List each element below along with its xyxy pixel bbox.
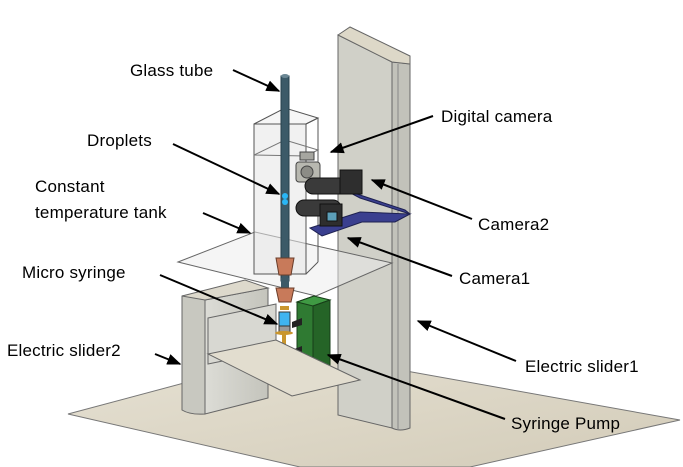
leader-syringe-pump bbox=[326, 354, 506, 420]
leader-camera1 bbox=[346, 237, 453, 277]
label-camera2: Camera2 bbox=[478, 215, 549, 234]
label-constant-tank-1: Constant bbox=[35, 177, 105, 196]
label-micro-syringe: Micro syringe bbox=[22, 263, 126, 282]
slider2-stage bbox=[206, 339, 362, 397]
leader-tank bbox=[202, 212, 252, 234]
leader-glass-tube bbox=[232, 69, 281, 92]
label-camera1: Camera1 bbox=[459, 269, 530, 288]
camera-assembly bbox=[295, 151, 412, 237]
glass-tube bbox=[280, 75, 290, 282]
leader-electric-slider2 bbox=[154, 353, 182, 365]
label-glass-tube: Glass tube bbox=[130, 61, 213, 80]
label-digital-camera: Digital camera bbox=[441, 107, 553, 126]
droplet bbox=[282, 199, 288, 205]
label-electric-slider2: Electric slider2 bbox=[7, 341, 121, 360]
label-syringe-pump: Syringe Pump bbox=[511, 414, 620, 433]
leader-micro-syringe bbox=[159, 274, 279, 325]
electric-slider1-body bbox=[337, 26, 411, 431]
leader-electric-slider1 bbox=[416, 320, 517, 362]
label-electric-slider1: Electric slider1 bbox=[525, 357, 639, 376]
leader-droplets bbox=[172, 143, 281, 195]
leader-camera2 bbox=[370, 179, 473, 220]
droplet bbox=[282, 193, 288, 199]
leader-digital-camera bbox=[329, 115, 434, 154]
label-constant-tank-2: temperature tank bbox=[35, 203, 167, 222]
label-droplets: Droplets bbox=[87, 131, 152, 150]
